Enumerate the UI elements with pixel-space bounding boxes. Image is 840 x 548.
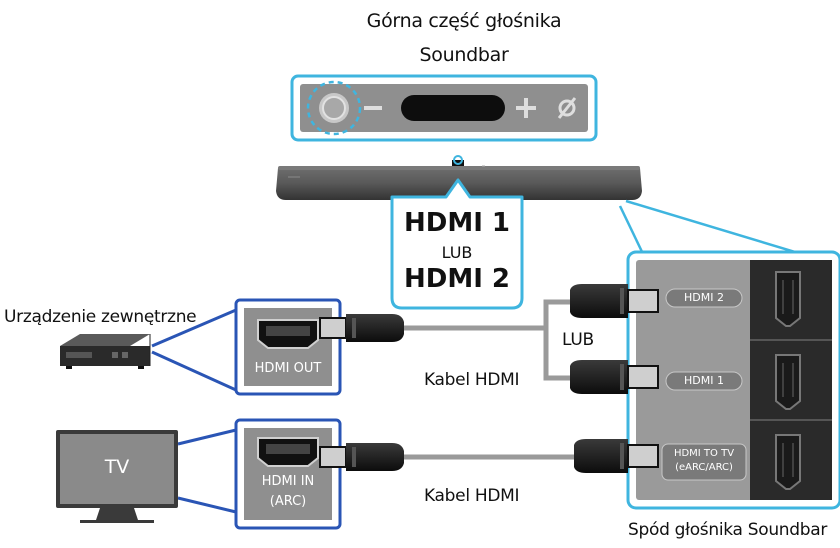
- top-cable-label: Kabel HDMI: [424, 370, 520, 390]
- soundbar-bottom-label: Spód głośnika Soundbar: [628, 520, 828, 540]
- external-device-port-label: HDMI OUT: [254, 361, 322, 376]
- plus-icon: [516, 98, 536, 118]
- soundbar-bottom-panel: [626, 250, 840, 510]
- port-label-hdmi-to-tv: HDMI TO TV: [673, 448, 735, 459]
- hdmi-select-line2: LUB: [441, 243, 473, 262]
- tv-screen-label: TV: [104, 456, 130, 478]
- hdmi-cables: [402, 299, 576, 460]
- function-button-icon: [401, 95, 505, 121]
- control-panel-callout: [290, 74, 598, 142]
- top-line-title: Górna część głośnika: [366, 10, 562, 32]
- external-device-port-callout: [151, 298, 342, 396]
- device-name-title: Soundbar: [419, 44, 509, 66]
- power-button-icon: [306, 80, 362, 136]
- mic-off-icon: [557, 97, 577, 119]
- external-device-icon: [60, 334, 151, 369]
- bottom-cable-label: Kabel HDMI: [424, 486, 520, 506]
- hdmi-select-line3: HDMI 2: [403, 264, 511, 294]
- port-label-earc: (eARC/ARC): [675, 462, 733, 473]
- tv-port-label-line1: HDMI IN: [261, 474, 315, 489]
- port-label-hdmi2: HDMI 2: [684, 291, 724, 304]
- hdmi-select-callout: [390, 178, 524, 310]
- or-label: LUB: [562, 330, 594, 350]
- tv-port-label-line2: (ARC): [269, 494, 307, 509]
- port-label-hdmi1: HDMI 1: [684, 374, 724, 387]
- hdmi-plug-icon: [319, 284, 659, 473]
- tv-port-callout: [177, 418, 342, 530]
- hdmi-socket-icon: [775, 271, 801, 490]
- external-device-label: Urządzenie zewnętrzne: [4, 307, 197, 327]
- tv-icon: [56, 430, 178, 523]
- hdmi-select-line1: HDMI 1: [403, 208, 511, 238]
- minus-icon: [364, 106, 382, 110]
